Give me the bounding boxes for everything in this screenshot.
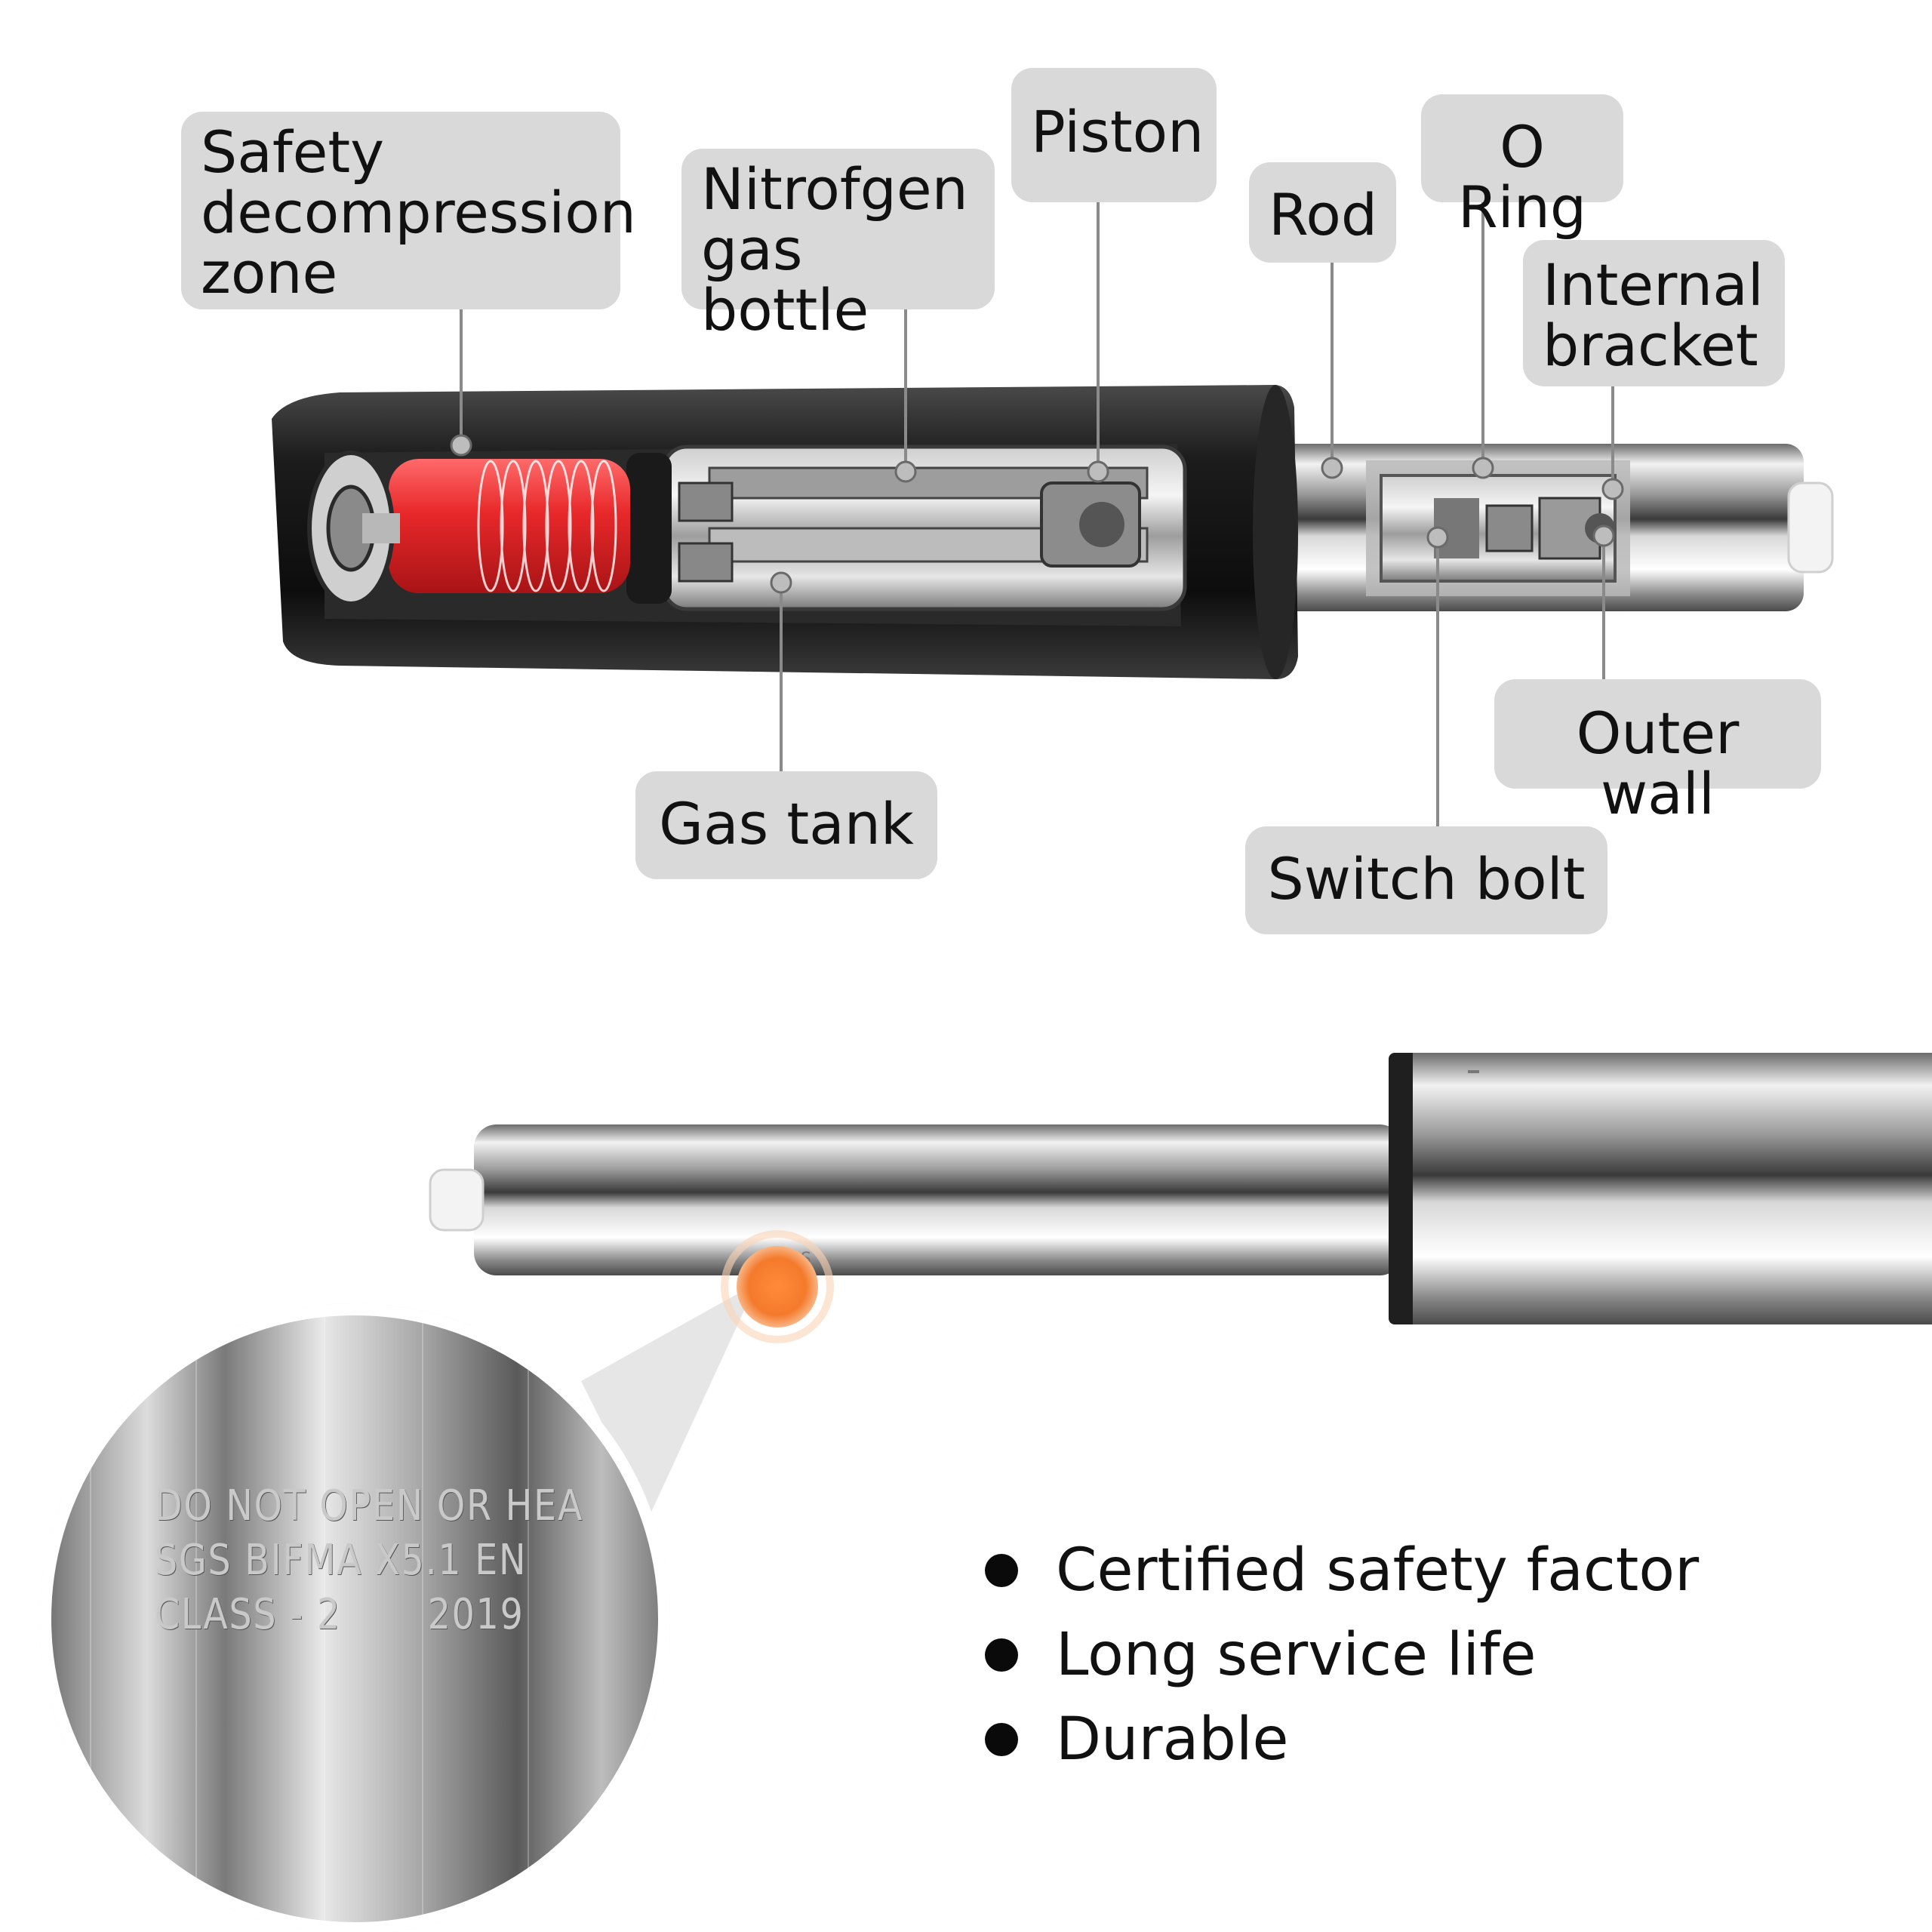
- feature-item: Long service life: [985, 1613, 1699, 1697]
- label-internal-bracket: Internal bracket: [1523, 240, 1785, 386]
- bullet-dot-icon: [985, 1638, 1018, 1672]
- feature-text: Long service life: [1056, 1621, 1537, 1689]
- feature-item: Durable: [985, 1697, 1699, 1782]
- feature-text: Durable: [1056, 1706, 1289, 1774]
- label-piston: Piston: [1011, 68, 1217, 202]
- label-switch-bolt: Switch bolt: [1245, 826, 1607, 934]
- label-outer-wall: Outer wall: [1494, 679, 1821, 824]
- feature-item: Certified safety factor: [985, 1528, 1699, 1613]
- engraving-line-1: DO NOT OPEN OR HEA: [155, 1481, 584, 1531]
- engraving-line-2: SGS BIFMA X5.1 EN: [155, 1536, 528, 1585]
- feature-list: Certified safety factor Long service lif…: [985, 1528, 1699, 1782]
- engraving: DO NOT OPEN OR HEA SGS BIFMA X5.1 EN CLA…: [155, 1479, 584, 1660]
- feature-text: Certified safety factor: [1056, 1537, 1700, 1604]
- engraving-year: 2019: [427, 1590, 525, 1639]
- label-safety-decompression-zone: Safety decompression zone: [181, 112, 636, 309]
- engraving-class: CLASS - 2: [155, 1590, 341, 1639]
- label-nitrogen-gas-bottle: Nitrofgen gas bottle: [681, 149, 995, 340]
- label-gas-tank: Gas tank: [635, 771, 937, 879]
- label-rod: Rod: [1249, 162, 1396, 263]
- bullet-dot-icon: [985, 1554, 1018, 1587]
- label-o-ring: O Ring: [1421, 94, 1623, 238]
- bullet-dot-icon: [985, 1723, 1018, 1756]
